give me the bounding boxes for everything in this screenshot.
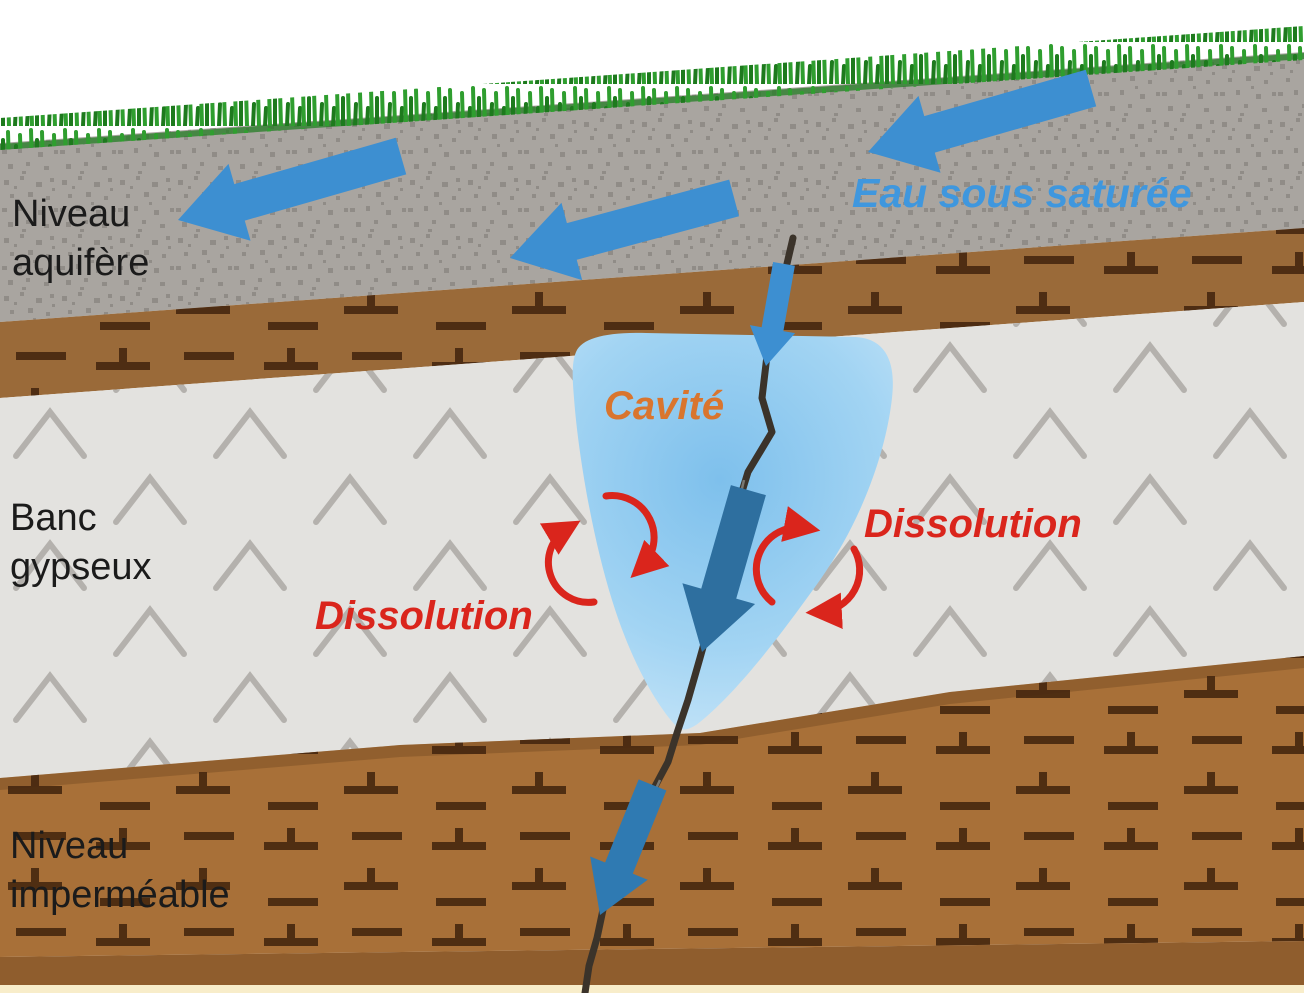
bottom-cream-strip xyxy=(0,985,1304,993)
dissolution-arrow-right-outer-icon xyxy=(805,545,864,629)
dissolution-arrow-left-outer-icon xyxy=(539,520,598,606)
basal-dark-band xyxy=(0,941,1304,986)
undersaturated-water-label: Eau sous saturée xyxy=(852,170,1192,216)
aquifer-label: Niveau aquifère xyxy=(12,190,149,288)
grass xyxy=(0,26,1304,150)
dissolution-arrow-right-inner-icon xyxy=(752,506,821,606)
aquifer-label-line2: aquifère xyxy=(12,242,150,284)
gypsum-label: Banc gypseux xyxy=(10,494,152,592)
dissolution-label-right: Dissolution xyxy=(864,502,1082,546)
cavity-label: Cavité xyxy=(604,384,725,428)
aquifer-label-line1: Niveau xyxy=(12,193,131,235)
gypsum-label-line2: gypseux xyxy=(10,546,152,588)
upper-marl-texture xyxy=(0,228,1304,398)
dissolution-label-left: Dissolution xyxy=(315,594,533,638)
impermeable-label-line1: Niveau xyxy=(10,825,129,867)
impermeable-label-line2: imperméable xyxy=(10,874,230,916)
gypsum-label-line1: Banc xyxy=(10,497,97,539)
impermeable-label: Niveau imperméable xyxy=(10,822,230,920)
dissolution-arrow-left-inner-icon xyxy=(602,492,670,579)
